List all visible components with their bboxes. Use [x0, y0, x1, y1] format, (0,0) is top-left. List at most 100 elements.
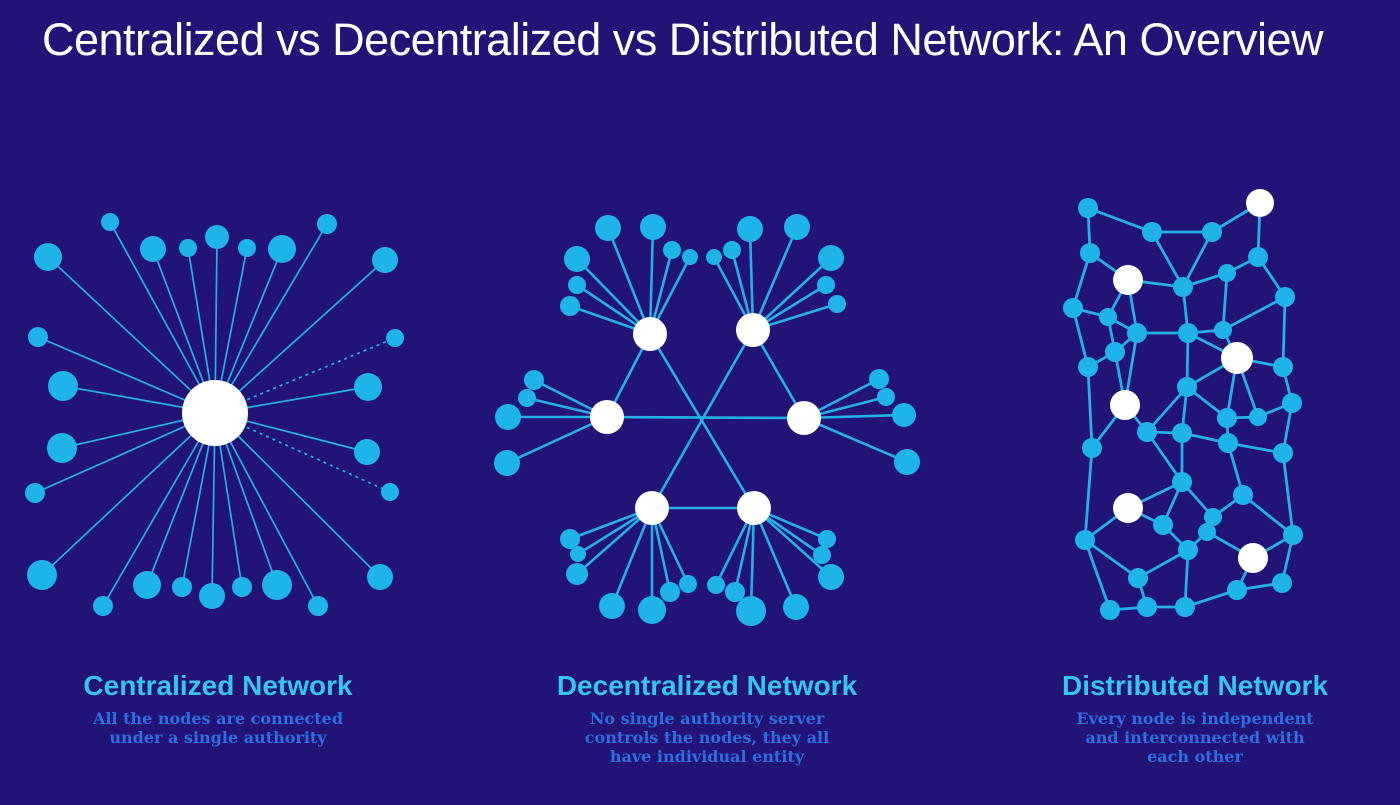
network-edge	[1145, 431, 1184, 483]
centralized-heading: Centralized Network	[83, 670, 353, 701]
peer-node	[783, 594, 809, 620]
distributed-heading: Distributed Network	[1061, 670, 1329, 701]
peer-node	[1172, 423, 1192, 443]
peer-node	[1233, 485, 1253, 505]
peer-node	[818, 245, 844, 271]
peer-node	[1075, 530, 1095, 550]
peer-node	[568, 276, 586, 294]
peer-node	[663, 241, 681, 259]
peer-node	[560, 529, 580, 549]
network-edge	[214, 223, 328, 414]
centralized-description: All the nodes are connected under a sing…	[92, 709, 344, 748]
peer-node	[27, 560, 57, 590]
peer-node	[1078, 198, 1098, 218]
network-edge	[1150, 231, 1185, 288]
peer-node	[725, 582, 745, 602]
network-edge	[576, 258, 651, 335]
network-edge	[650, 329, 755, 509]
peer-node	[381, 483, 399, 501]
peer-node	[1063, 298, 1083, 318]
peer-node	[869, 369, 889, 389]
page-title: Centralized vs Decentralized vs Distribu…	[42, 14, 1324, 65]
network-edge	[102, 412, 216, 607]
distributed-description: Every node is independent and interconne…	[1076, 709, 1314, 767]
peer-node	[205, 225, 229, 249]
hub-node	[635, 491, 669, 525]
decentralized-network-diagram	[494, 214, 920, 626]
peer-node	[495, 404, 521, 430]
peer-node	[372, 247, 398, 273]
peer-node	[386, 329, 404, 347]
network-edge	[1086, 366, 1094, 449]
peer-node	[566, 563, 588, 585]
network-edge	[752, 257, 832, 331]
centralized-network-diagram	[25, 213, 404, 616]
network-edge	[606, 415, 805, 420]
peer-node	[1227, 580, 1247, 600]
network-edge	[1084, 538, 1139, 580]
peer-node	[1082, 438, 1102, 458]
peer-node	[723, 241, 741, 259]
peer-node	[1078, 357, 1098, 377]
network-edge	[1181, 231, 1214, 288]
peer-node	[818, 530, 836, 548]
network-edge	[1221, 272, 1229, 331]
peer-node	[1275, 287, 1295, 307]
network-edge	[1083, 447, 1094, 541]
network-edge	[1071, 307, 1090, 368]
network-edge	[749, 507, 756, 612]
peer-node	[133, 571, 161, 599]
peer-node	[172, 577, 192, 597]
peer-node	[737, 216, 763, 242]
peer-node	[524, 370, 544, 390]
peer-node	[34, 243, 62, 271]
network-edge	[752, 507, 798, 608]
peer-node	[828, 295, 846, 313]
network-edge	[1281, 452, 1295, 536]
peer-node	[1127, 323, 1147, 343]
hub-node	[1238, 543, 1268, 573]
network-edge	[214, 412, 319, 607]
peer-node	[232, 577, 252, 597]
peer-node	[47, 433, 77, 463]
peer-node	[560, 296, 580, 316]
peer-node	[1272, 573, 1292, 593]
peer-node	[354, 439, 380, 465]
network-edge	[41, 412, 216, 576]
network-edge	[1222, 295, 1286, 332]
peer-node	[1099, 308, 1117, 326]
network-edge	[1242, 493, 1294, 537]
hub-node	[737, 491, 771, 525]
peer-node	[570, 546, 586, 562]
peer-node	[706, 249, 722, 265]
peer-node	[1249, 408, 1267, 426]
peer-node	[367, 564, 393, 590]
peer-node	[1202, 222, 1222, 242]
peer-node	[101, 213, 119, 231]
hub-node	[1113, 493, 1143, 523]
network-edge	[214, 337, 396, 414]
hub-node	[1113, 265, 1143, 295]
network-edge	[506, 415, 608, 465]
hub-node	[633, 317, 667, 351]
peer-node	[1105, 342, 1125, 362]
peer-node	[1273, 357, 1293, 377]
peer-node	[199, 583, 225, 609]
decentralized-heading: Decentralized Network	[556, 670, 858, 701]
hub-node	[590, 400, 624, 434]
decentralized-description: No single authority server controls the …	[584, 709, 830, 767]
peer-node	[518, 389, 536, 407]
peer-node	[1137, 597, 1157, 617]
peer-node	[736, 596, 766, 626]
peer-node	[638, 596, 666, 624]
peer-node	[1178, 323, 1198, 343]
peer-node	[1198, 523, 1216, 541]
caption-distributed: Distributed Network Every node is indepe…	[1062, 670, 1328, 767]
network-edge	[751, 226, 799, 331]
peer-node	[1128, 568, 1148, 588]
peer-node	[599, 593, 625, 619]
peer-node	[1100, 600, 1120, 620]
caption-decentralized: Decentralized Network No single authorit…	[557, 670, 857, 767]
peer-node	[494, 450, 520, 476]
peer-node	[564, 246, 590, 272]
